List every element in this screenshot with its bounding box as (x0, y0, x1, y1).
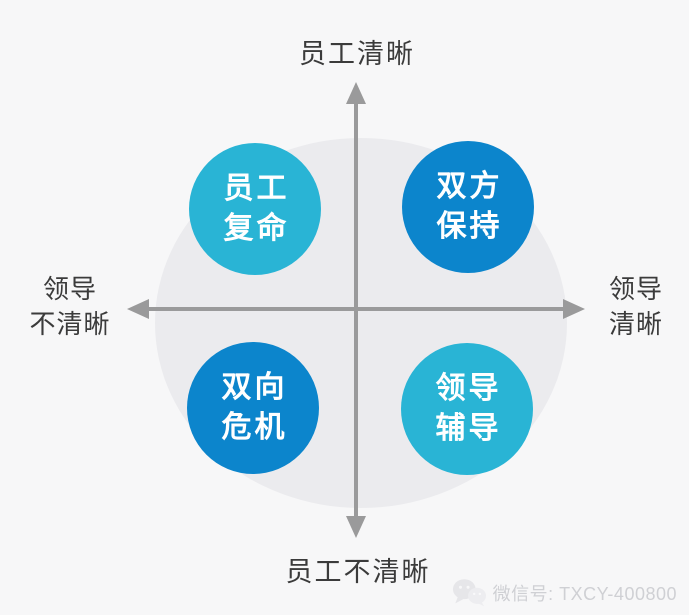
arrow-left-icon (127, 299, 149, 319)
watermark-text: 微信号: TXCY-400800 (492, 583, 677, 604)
quadrant-top-right-line2: 保持 (436, 210, 503, 243)
watermark: 微信号: TXCY-400800 (452, 578, 677, 607)
wechat-icon (452, 579, 486, 607)
axis-label-bottom: 员工不清晰 (285, 557, 431, 587)
quadrant-bottom-right-line2: 辅导 (435, 412, 502, 445)
quadrant-bottom-left-line2: 危机 (221, 411, 288, 444)
quadrant-circle-top-right: 双方 保持 (402, 141, 534, 273)
arrow-right-icon (563, 299, 585, 319)
arrow-down-icon (346, 516, 366, 538)
quadrant-bottom-left-line1: 双向 (221, 371, 288, 405)
quadrant-circle-bottom-left: 双向 危机 (187, 342, 319, 474)
axis-label-left: 领导 不清晰 (14, 272, 126, 342)
axis-label-top: 员工清晰 (299, 39, 415, 69)
axis-label-left-line2: 不清晰 (29, 309, 111, 340)
quadrant-top-left-line1: 员工 (223, 172, 290, 206)
axis-label-right-line1: 领导 (608, 274, 663, 304)
quadrant-circle-bottom-right: 领导 辅导 (401, 343, 533, 475)
axis-label-right-line2: 清晰 (608, 309, 663, 340)
arrow-up-icon (346, 82, 366, 104)
quadrant-bottom-right-line1: 领导 (435, 372, 502, 406)
quadrant-top-right-line1: 双方 (436, 170, 503, 204)
axis-label-left-line1: 领导 (42, 274, 97, 304)
axis-label-right: 领导 清晰 (580, 272, 689, 342)
quadrant-circle-top-left: 员工 复命 (189, 143, 321, 275)
quadrant-top-left-line2: 复命 (223, 212, 290, 245)
